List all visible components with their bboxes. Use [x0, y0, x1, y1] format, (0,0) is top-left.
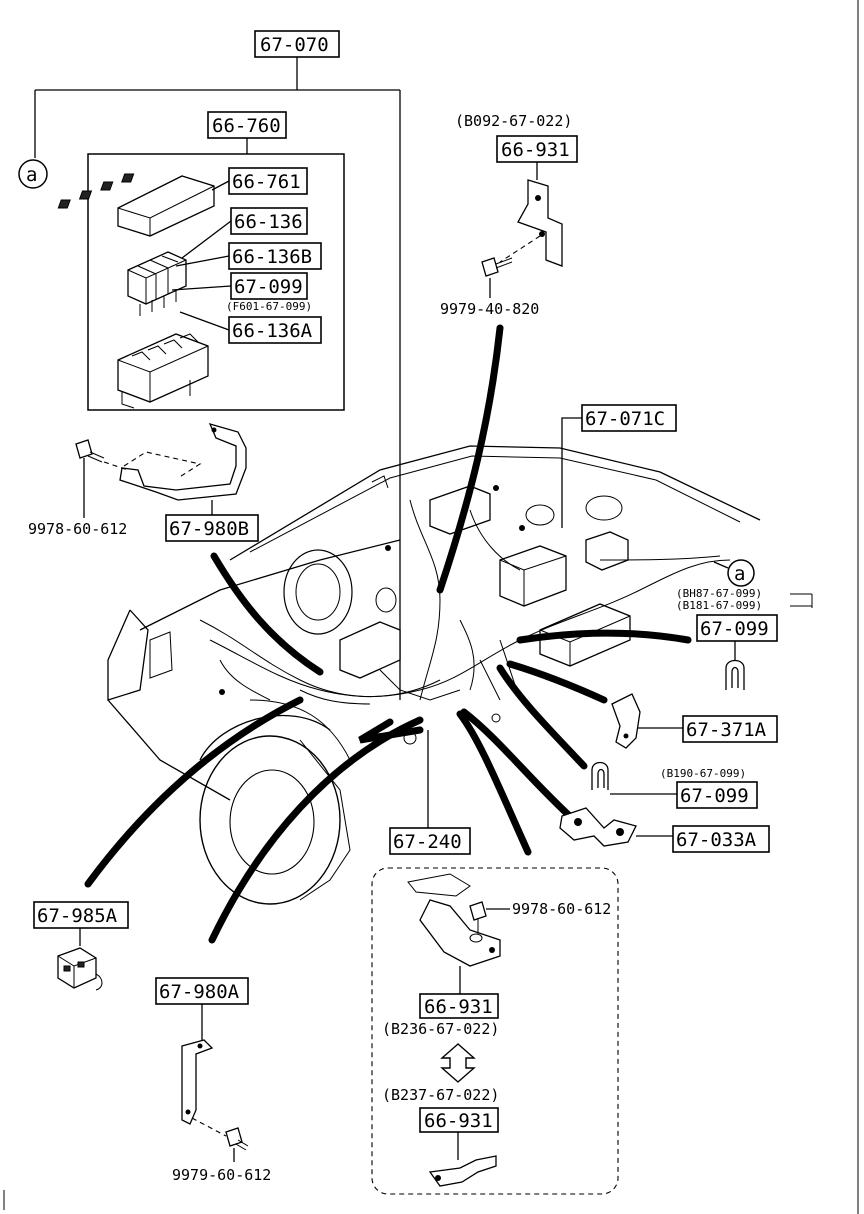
plate-a-label: 67-033A [676, 829, 757, 851]
block-cover-callout[interactable]: 66-761 [228, 167, 308, 195]
bracket-a-label: 67-980A [159, 981, 240, 1003]
bracket-a-callout[interactable]: 67-980A [155, 977, 249, 1005]
harness-240-label: 67-240 [393, 831, 462, 853]
clip-a-label: 67-371A [686, 719, 767, 741]
fuse-1-callout[interactable]: 67-099 [230, 272, 308, 300]
clip-a-callout[interactable]: 67-371A [682, 715, 778, 743]
harness-c-label: 67-071C [585, 408, 665, 430]
bolt-left-label: 9978-60-612 [28, 520, 127, 538]
relay-3-callout[interactable]: 66-136A [228, 316, 322, 344]
relay-2-leader [175, 255, 230, 267]
inset-ref-2: (B237-67-022) [382, 1086, 499, 1104]
relay-1-leader [181, 220, 232, 259]
connector-a-callout[interactable]: 67-985A [33, 901, 129, 929]
ref-marker-a-right-text: a [734, 563, 745, 585]
bracket-top-label: 66-931 [501, 139, 570, 161]
block-cover-drawing [57, 173, 215, 237]
bracket-b-drawing [119, 422, 247, 501]
fuse-refs-2: (B181-67-099) [676, 599, 762, 612]
fuse-1-label: 67-099 [234, 276, 303, 298]
fuse-1-leader [171, 285, 232, 291]
fuse-3-drawing [591, 761, 609, 790]
relay-3-label: 66-136A [232, 320, 313, 342]
bracket-top-ref: (B092-67-022) [455, 112, 572, 130]
fuse-1-ref: (F601-67-099) [226, 300, 312, 313]
main-harness-callout[interactable]: 67-070 [254, 30, 340, 58]
fuse-refs-bracket [790, 593, 813, 608]
inset-bracket-1-callout[interactable]: 66-931 [419, 993, 499, 1019]
plate-a-callout[interactable]: 67-033A [672, 825, 770, 853]
fuse-2-label: 67-099 [700, 618, 769, 640]
bracket-a-drawing [181, 1039, 249, 1151]
bracket-top-drawing [517, 179, 563, 267]
relay-block-frame [87, 153, 345, 411]
fuse-3-callout[interactable]: 67-099 [676, 781, 758, 809]
ref-marker-a-right-leader [713, 561, 729, 569]
block-cover-leader [211, 180, 230, 191]
bracket-top-callout[interactable]: 66-931 [496, 135, 578, 163]
bolt-top-label: 9979-40-820 [440, 300, 539, 318]
harness-c-leader [561, 417, 582, 528]
relay-1-label: 66-136 [234, 211, 303, 233]
main-harness-leader [34, 57, 401, 700]
ref-marker-a-right[interactable]: a [727, 559, 755, 587]
relay-2-label: 66-136B [232, 246, 312, 268]
relays-drawing [127, 251, 187, 316]
bracket-b-callout[interactable]: 67-980B [165, 514, 259, 542]
connector-a-drawing [57, 947, 103, 991]
block-cover-label: 66-761 [232, 171, 301, 193]
harness-240-callout[interactable]: 67-240 [389, 827, 471, 855]
fuse-3-ref: (B190-67-099) [660, 767, 746, 780]
fuse-refs-1: (BH87-67-099) [676, 587, 762, 600]
relay-block-label: 66-760 [212, 115, 281, 137]
main-harness-label: 67-070 [260, 34, 329, 56]
harness-leaders [84, 324, 692, 944]
relay-1-callout[interactable]: 66-136 [230, 207, 308, 235]
inset-bracket-2-drawing [428, 1155, 497, 1187]
ref-marker-a-left[interactable]: a [18, 159, 48, 189]
inset-ref-1: (B236-67-022) [382, 1020, 499, 1038]
fuse-2-callout[interactable]: 67-099 [696, 614, 778, 642]
bolt-top-drawing [481, 235, 541, 277]
fuse-3-label: 67-099 [680, 785, 749, 807]
bolt-bottom-label: 9979-60-612 [172, 1166, 271, 1184]
bracket-b-label: 67-980B [169, 518, 249, 540]
fuse-2-drawing [725, 659, 745, 690]
inset-bracket-1-drawing [407, 873, 501, 967]
relay-3-leader [179, 311, 230, 331]
bolt-inset-label: 9978-60-612 [512, 900, 611, 918]
plate-a-drawing [559, 807, 637, 847]
relay-base-drawing [117, 333, 209, 409]
bolt-left-drawing [75, 439, 129, 471]
relay-block-callout[interactable]: 66-760 [207, 111, 287, 139]
relay-2-callout[interactable]: 66-136B [228, 242, 322, 270]
inset-bracket-1-label: 66-931 [424, 996, 493, 1018]
inset-bracket-2-label: 66-931 [424, 1110, 493, 1132]
connector-a-label: 67-985A [37, 905, 118, 927]
inset-bracket-2-callout[interactable]: 66-931 [419, 1107, 499, 1133]
interchange-arrow-icon [440, 1043, 476, 1083]
ref-marker-a-left-text: a [26, 164, 37, 186]
clip-a-drawing [611, 693, 641, 749]
harness-c-callout[interactable]: 67-071C [581, 404, 677, 432]
